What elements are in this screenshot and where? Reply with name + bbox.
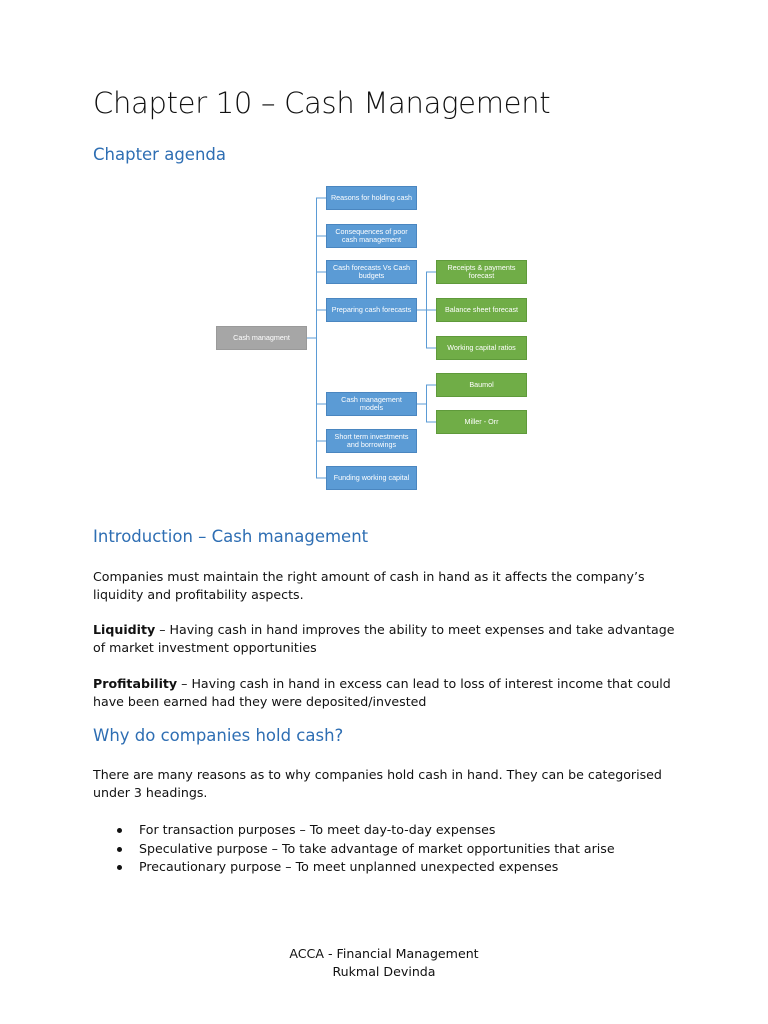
profitability-text: – Having cash in hand in excess can lead…: [93, 676, 671, 709]
list-item: Precautionary purpose – To meet unplanne…: [93, 858, 683, 877]
footer-course: ACCA - Financial Management: [289, 946, 479, 961]
intro-heading: Introduction – Cash management: [93, 527, 369, 546]
diagram-subtopic-node: Working capital ratios: [436, 336, 527, 360]
list-item-text: Speculative purpose – To take advantage …: [139, 840, 615, 856]
profitability-label: Profitability: [93, 676, 178, 691]
diagram-topic-node: Consequences of poor cash management: [326, 224, 417, 248]
diagram-root-node: Cash managment: [216, 326, 307, 350]
bullet-icon: [117, 865, 122, 870]
diagram-subtopic-node: Balance sheet forecast: [436, 298, 527, 322]
profitability-paragraph: Profitability – Having cash in hand in e…: [93, 675, 683, 711]
page-title: Chapter 10 – Cash Management: [93, 86, 551, 120]
diagram-topic-node: Cash forecasts Vs Cash budgets: [326, 260, 417, 284]
list-item: For transaction purposes – To meet day-t…: [93, 821, 683, 840]
diagram-subtopic-node: Miller - Orr: [436, 410, 527, 434]
reasons-list: For transaction purposes – To meet day-t…: [93, 821, 683, 877]
footer-author: Rukmal Devinda: [332, 964, 436, 979]
bullet-icon: [117, 828, 122, 833]
liquidity-paragraph: Liquidity – Having cash in hand improves…: [93, 621, 683, 657]
liquidity-text: – Having cash in hand improves the abili…: [93, 622, 675, 655]
bullet-icon: [117, 846, 122, 852]
agenda-heading: Chapter agenda: [93, 145, 226, 164]
diagram-topic-node: Reasons for holding cash: [326, 186, 417, 210]
intro-paragraph: Companies must maintain the right amount…: [93, 569, 645, 602]
diagram-topic-node: Short term investments and borrowings: [326, 429, 417, 453]
diagram-topic-node: Preparing cash forecasts: [326, 298, 417, 322]
diagram-topic-node: Funding working capital: [326, 466, 417, 490]
diagram-subtopic-node: Baumol: [436, 373, 527, 397]
list-item: Speculative purpose – To take advantage …: [93, 840, 683, 859]
list-item-text: For transaction purposes – To meet day-t…: [139, 822, 496, 837]
diagram-topic-node: Cash management models: [326, 392, 417, 416]
list-item-text: Precautionary purpose – To meet unplanne…: [139, 859, 559, 874]
why-paragraph: There are many reasons as to why compani…: [93, 767, 662, 800]
diagram-subtopic-node: Receipts & payments forecast: [436, 260, 527, 284]
liquidity-label: Liquidity: [93, 622, 156, 637]
why-heading: Why do companies hold cash?: [93, 726, 344, 745]
